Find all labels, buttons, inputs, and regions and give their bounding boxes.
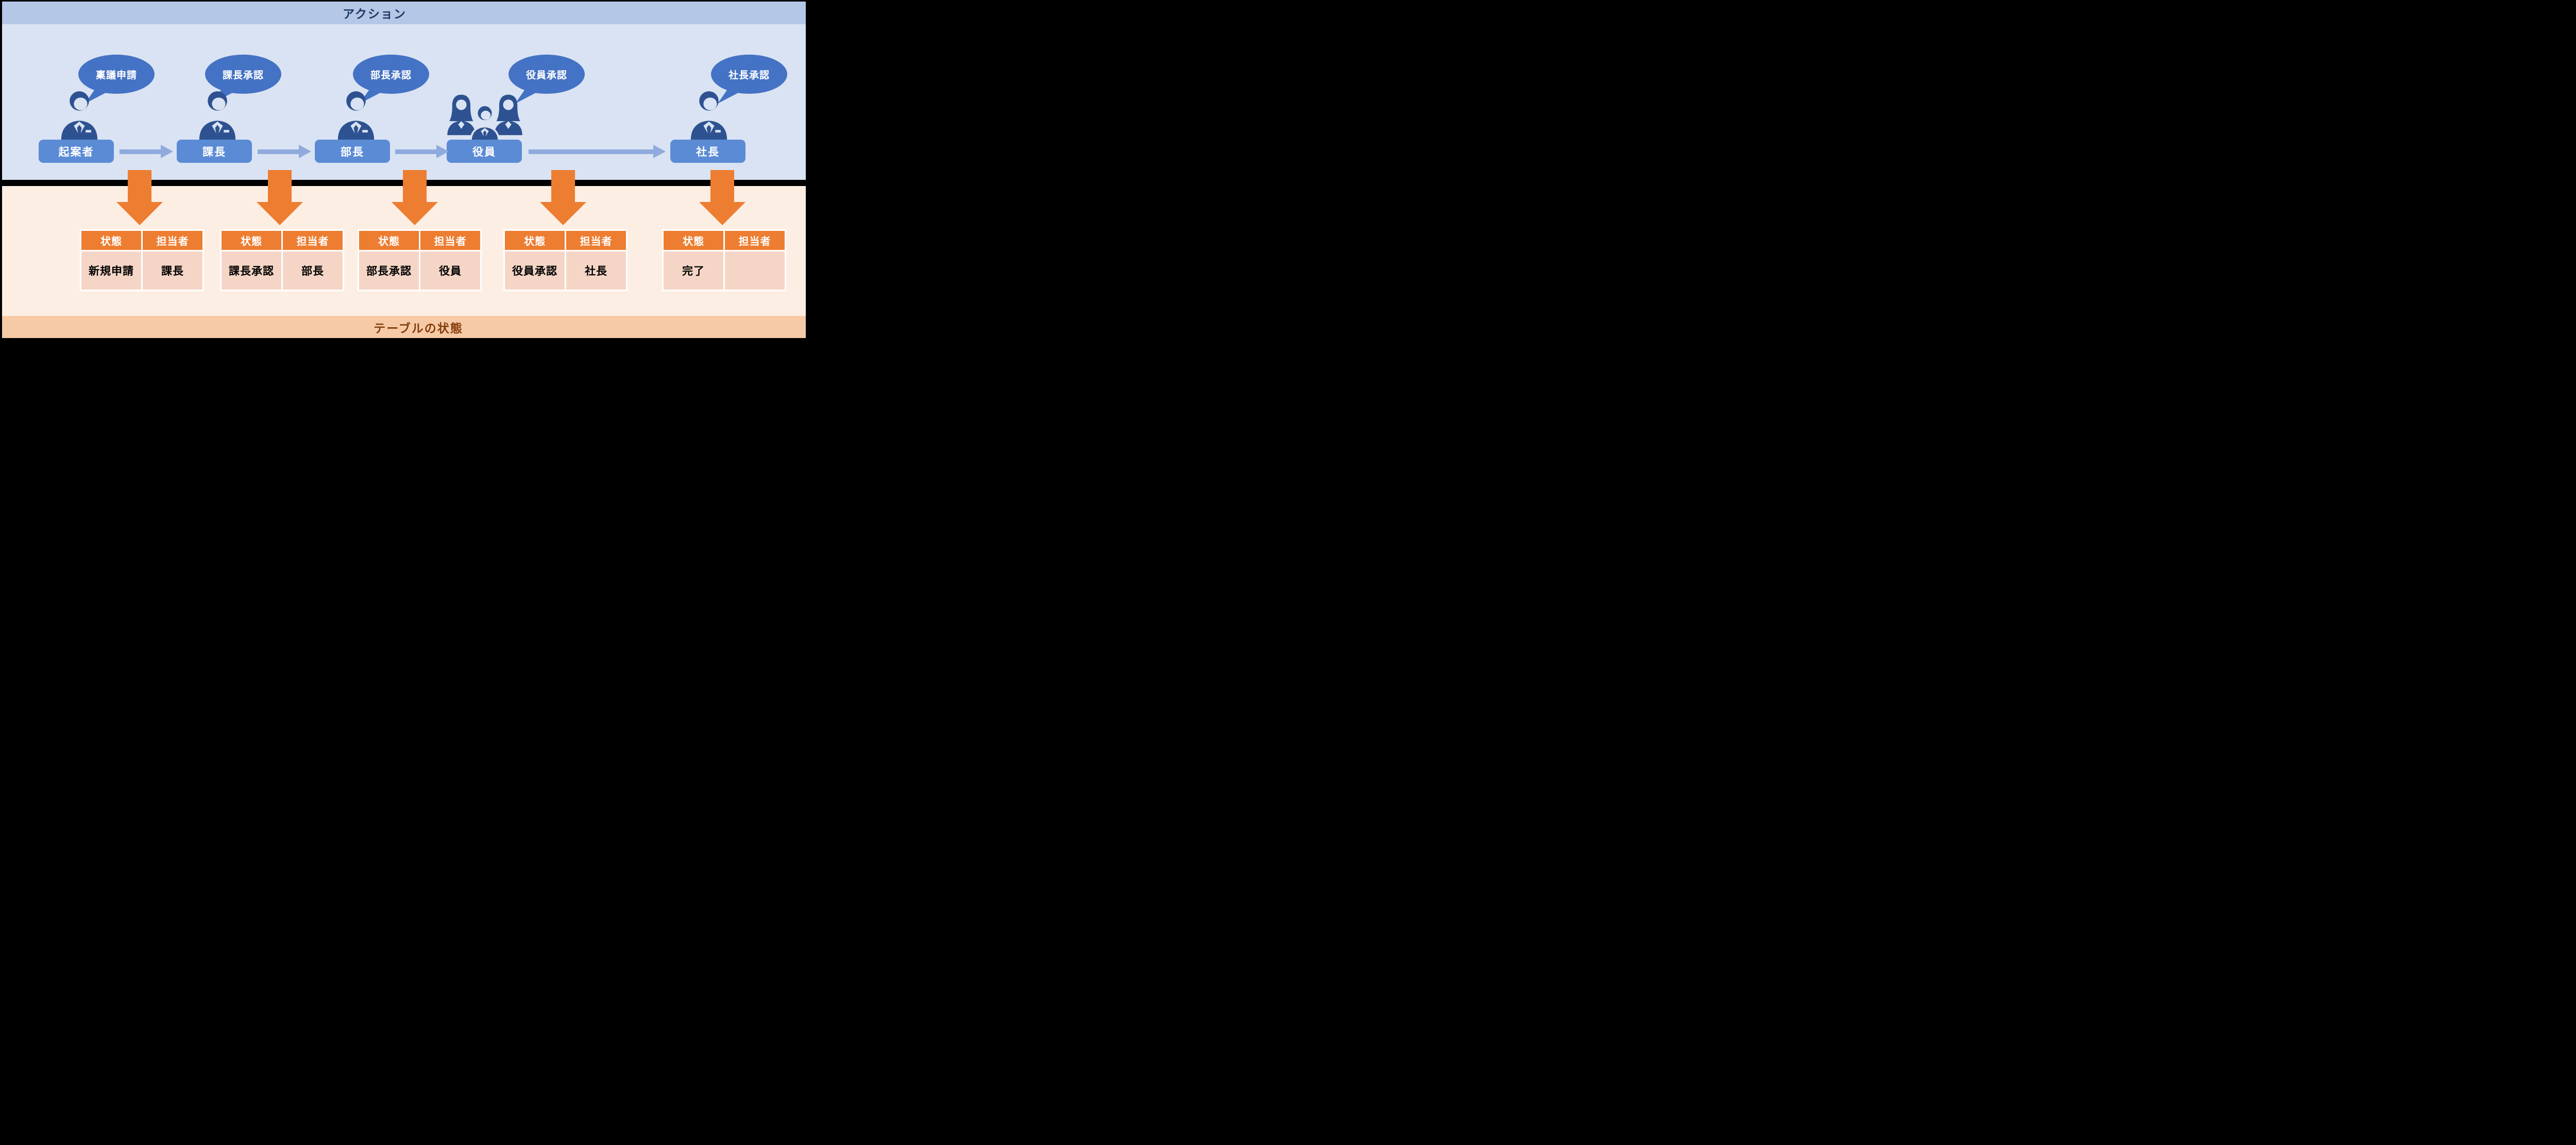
down-arrow-icon bbox=[257, 170, 303, 225]
businessman-icon bbox=[196, 89, 239, 140]
action-title: アクション bbox=[343, 7, 406, 21]
state-table-5: 状態 担当者 完了 bbox=[662, 229, 786, 291]
state-table-4: 状態 担当者 役員承認 社長 bbox=[503, 229, 628, 291]
businessman-icon bbox=[58, 89, 101, 140]
column-header-status: 状態 bbox=[81, 231, 141, 250]
role-box-kacho: 課長 bbox=[177, 140, 252, 163]
state-table-3: 状態 担当者 部長承認 役員 bbox=[358, 229, 482, 291]
bubble-label: 部長承認 bbox=[370, 70, 412, 81]
bubble-label: 役員承認 bbox=[526, 70, 567, 81]
column-header-status: 状態 bbox=[505, 231, 565, 250]
businessman-icon bbox=[334, 89, 378, 140]
down-arrow-icon bbox=[116, 170, 163, 225]
role-box-yakuin: 役員 bbox=[447, 140, 522, 163]
role-box-shacho: 社長 bbox=[670, 140, 745, 163]
cell-assignee: 役員 bbox=[420, 251, 480, 290]
column-header-status: 状態 bbox=[664, 231, 723, 250]
flow-arrow-icon bbox=[258, 145, 311, 158]
column-header-assignee: 担当者 bbox=[566, 231, 626, 250]
cell-status: 役員承認 bbox=[505, 251, 565, 290]
column-header-assignee: 担当者 bbox=[143, 231, 202, 250]
speech-bubble-icon bbox=[78, 55, 155, 104]
businessman-icon bbox=[687, 89, 731, 140]
cell-status: 新規申請 bbox=[81, 251, 141, 290]
state-section-footer: テーブルの状態 bbox=[2, 316, 806, 338]
speech-bubble: 役員承認 bbox=[508, 54, 585, 105]
speech-bubble-icon bbox=[711, 55, 787, 104]
state-table-2: 状態 担当者 課長承認 部長 bbox=[220, 229, 344, 291]
speech-bubble: 稟議申請 bbox=[78, 54, 155, 105]
state-table-1: 状態 担当者 新規申請 課長 bbox=[80, 229, 204, 291]
column-header-assignee: 担当者 bbox=[420, 231, 480, 250]
bubble-label: 稟議申請 bbox=[95, 70, 137, 81]
down-arrow-icon bbox=[392, 170, 438, 225]
cell-assignee: 社長 bbox=[566, 251, 626, 290]
speech-bubble: 社長承認 bbox=[710, 54, 788, 105]
flow-arrow-icon bbox=[395, 145, 449, 158]
executives-group-icon bbox=[441, 93, 529, 141]
speech-bubble-icon bbox=[509, 55, 585, 104]
cell-status: 完了 bbox=[664, 251, 723, 290]
action-section-header: アクション bbox=[2, 2, 806, 24]
column-header-status: 状態 bbox=[222, 231, 281, 250]
cell-assignee bbox=[725, 251, 785, 290]
column-header-assignee: 担当者 bbox=[725, 231, 785, 250]
state-title: テーブルの状態 bbox=[374, 321, 463, 335]
flow-arrow-icon bbox=[529, 145, 666, 158]
role-box-drafter: 起案者 bbox=[39, 140, 114, 163]
role-box-bucho: 部長 bbox=[315, 140, 390, 163]
action-section: アクション 稟議申請 課長承認 部長承認 bbox=[2, 2, 806, 180]
cell-assignee: 課長 bbox=[143, 251, 202, 290]
down-arrow-icon bbox=[699, 170, 745, 225]
cell-status: 課長承認 bbox=[222, 251, 281, 290]
cell-status: 部長承認 bbox=[359, 251, 419, 290]
flow-arrow-icon bbox=[120, 145, 173, 158]
cell-assignee: 部長 bbox=[283, 251, 343, 290]
column-header-status: 状態 bbox=[359, 231, 419, 250]
column-header-assignee: 担当者 bbox=[283, 231, 343, 250]
bubble-label: 課長承認 bbox=[222, 70, 264, 81]
down-arrow-icon bbox=[540, 170, 586, 225]
bubble-label: 社長承認 bbox=[728, 70, 770, 81]
diagram-canvas: アクション 稟議申請 課長承認 部長承認 bbox=[0, 0, 808, 345]
